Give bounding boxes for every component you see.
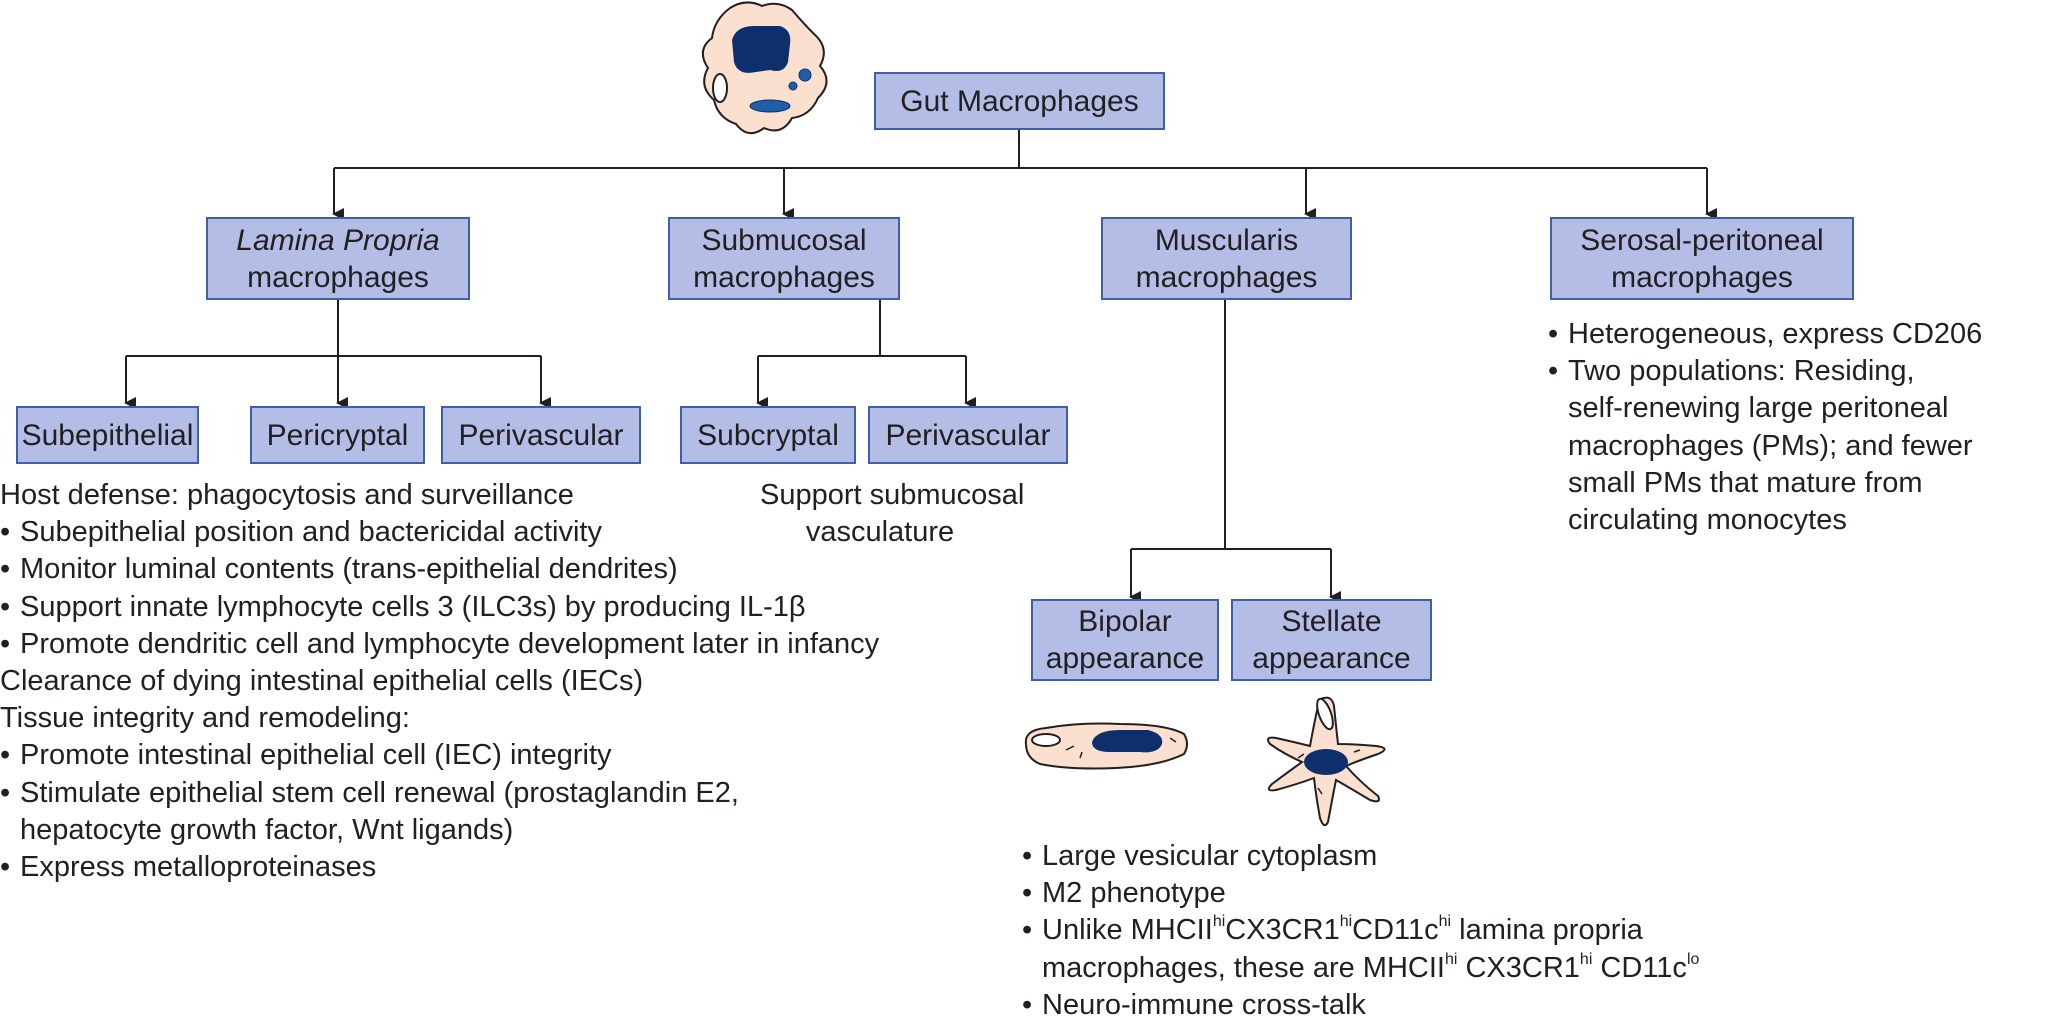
serosal-peritoneal-macrophages-box: Serosal-peritoneal macrophages xyxy=(1550,217,1854,300)
lamina-bullet-stem-cell: Stimulate epithelial stem cell renewal (… xyxy=(0,775,879,812)
muscularis-macrophages-box: Muscularis macrophages xyxy=(1101,217,1352,300)
these-sup1: hi xyxy=(1444,950,1458,968)
lamina-propria-macrophages-box: Lamina Propria macrophages xyxy=(206,217,470,300)
serosal-line2: macrophages xyxy=(1611,260,1793,294)
these-mid1: CX3CR1 xyxy=(1457,951,1580,984)
muscularis-bullet-unlike-cont: macrophages, these are MHCIIhi CX3CR1hi … xyxy=(1022,950,1699,987)
these-pre: macrophages, these are MHCII xyxy=(1042,951,1445,984)
lamina-propria-line2: macrophages xyxy=(247,260,429,294)
submucosal-desc-line1: Support submucosal xyxy=(760,479,1025,511)
unlike-sup3: hi xyxy=(1438,913,1452,931)
perivascular-submucosal-box: Perivascular xyxy=(868,406,1068,464)
perivascular-lamina-label: Perivascular xyxy=(458,418,624,452)
host-defense-heading: Host defense: phagocytosis and surveilla… xyxy=(0,479,574,511)
lamina-propria-line1: Lamina Propria xyxy=(236,223,440,257)
these-sup2: hi xyxy=(1579,950,1593,968)
these-sup3: lo xyxy=(1686,950,1700,968)
unlike-mid2: CD11c xyxy=(1352,914,1439,947)
muscularis-description: Large vesicular cytoplasm M2 phenotype U… xyxy=(1022,838,1699,1024)
lamina-bullet-stem-cell-cont: hepatocyte growth factor, Wnt ligands) xyxy=(20,813,514,846)
stellate-line1: Stellate xyxy=(1281,605,1382,638)
submucosal-line1: Submucosal xyxy=(701,223,867,257)
stellate-appearance-box: Stellate appearance xyxy=(1231,599,1432,681)
tissue-integrity-heading: Tissue integrity and remodeling: xyxy=(0,702,410,735)
bipolar-line2: appearance xyxy=(1045,642,1205,675)
serosal-cont-3: small PMs that mature from xyxy=(1568,466,1923,499)
lamina-bullet-metalloproteinases: Express metalloproteinases xyxy=(0,849,879,886)
serosal-cont-4: circulating monocytes xyxy=(1568,504,1847,537)
serosal-description: Heterogeneous, express CD206 Two populat… xyxy=(1548,316,1982,539)
subcryptal-box: Subcryptal xyxy=(680,406,856,464)
these-mid2: CD11c xyxy=(1592,951,1687,984)
serosal-bullet-populations: Two populations: Residing, xyxy=(1548,353,1982,390)
muscularis-bullet-unlike: Unlike MHCIIhiCX3CR1hiCD11chi lamina pro… xyxy=(1022,912,1699,949)
lamina-propria-description: Host defense: phagocytosis and surveilla… xyxy=(0,477,879,886)
subcryptal-label: Subcryptal xyxy=(697,418,839,452)
unlike-sup2: hi xyxy=(1339,913,1353,931)
lamina-bullet-dendritic: Promote dendritic cell and lymphocyte de… xyxy=(0,626,879,663)
lamina-bullet-ilc3: Support innate lymphocyte cells 3 (ILC3s… xyxy=(0,589,879,626)
unlike-pre: Unlike MHCII xyxy=(1042,914,1213,947)
submucosal-desc-line2: vasculature xyxy=(805,516,955,549)
serosal-cont-2: macrophages (PMs); and fewer xyxy=(1568,429,1973,462)
perivascular-lamina-box: Perivascular xyxy=(441,406,641,464)
lamina-bullet-monitor: Monitor luminal contents (trans-epitheli… xyxy=(0,551,879,588)
gut-macrophages-box: Gut Macrophages xyxy=(874,72,1165,130)
bipolar-cell-icon xyxy=(1024,722,1188,770)
macrophage-cell-icon xyxy=(701,1,828,135)
serosal-cont-1: self-renewing large peritoneal xyxy=(1568,392,1949,425)
muscularis-bullet-cytoplasm: Large vesicular cytoplasm xyxy=(1022,838,1699,875)
lamina-bullet-subepithelial: Subepithelial position and bactericidal … xyxy=(0,514,879,551)
stellate-cell-icon xyxy=(1267,696,1386,827)
subepithelial-box: Subepithelial xyxy=(16,406,199,464)
bipolar-appearance-box: Bipolar appearance xyxy=(1031,599,1219,681)
muscularis-line2: macrophages xyxy=(1135,260,1318,294)
pericryptal-box: Pericryptal xyxy=(250,406,425,464)
submucosal-macrophages-box: Submucosal macrophages xyxy=(668,217,900,300)
gut-macrophages-label: Gut Macrophages xyxy=(900,84,1139,118)
submucosal-description: Support submucosal vasculature xyxy=(760,477,1025,551)
submucosal-line2: macrophages xyxy=(693,260,875,294)
stellate-line2: appearance xyxy=(1252,642,1411,675)
muscularis-line1: Muscularis xyxy=(1154,223,1299,257)
pericryptal-label: Pericryptal xyxy=(266,418,409,452)
serosal-line1: Serosal-peritoneal xyxy=(1580,223,1824,257)
subepithelial-label: Subepithelial xyxy=(21,418,194,452)
muscularis-bullet-neuro: Neuro-immune cross-talk xyxy=(1022,987,1699,1024)
clearance-heading: Clearance of dying intestinal epithelial… xyxy=(0,665,644,698)
unlike-sup1: hi xyxy=(1212,913,1226,931)
perivascular-submucosal-label: Perivascular xyxy=(885,418,1051,452)
muscularis-bullet-m2: M2 phenotype xyxy=(1022,875,1699,912)
bipolar-line1: Bipolar xyxy=(1078,605,1172,638)
unlike-post: lamina propria xyxy=(1451,914,1643,947)
lamina-bullet-iec-integrity: Promote intestinal epithelial cell (IEC)… xyxy=(0,737,879,774)
unlike-mid1: CX3CR1 xyxy=(1225,914,1340,947)
serosal-bullet-cd206: Heterogeneous, express CD206 xyxy=(1548,316,1982,353)
